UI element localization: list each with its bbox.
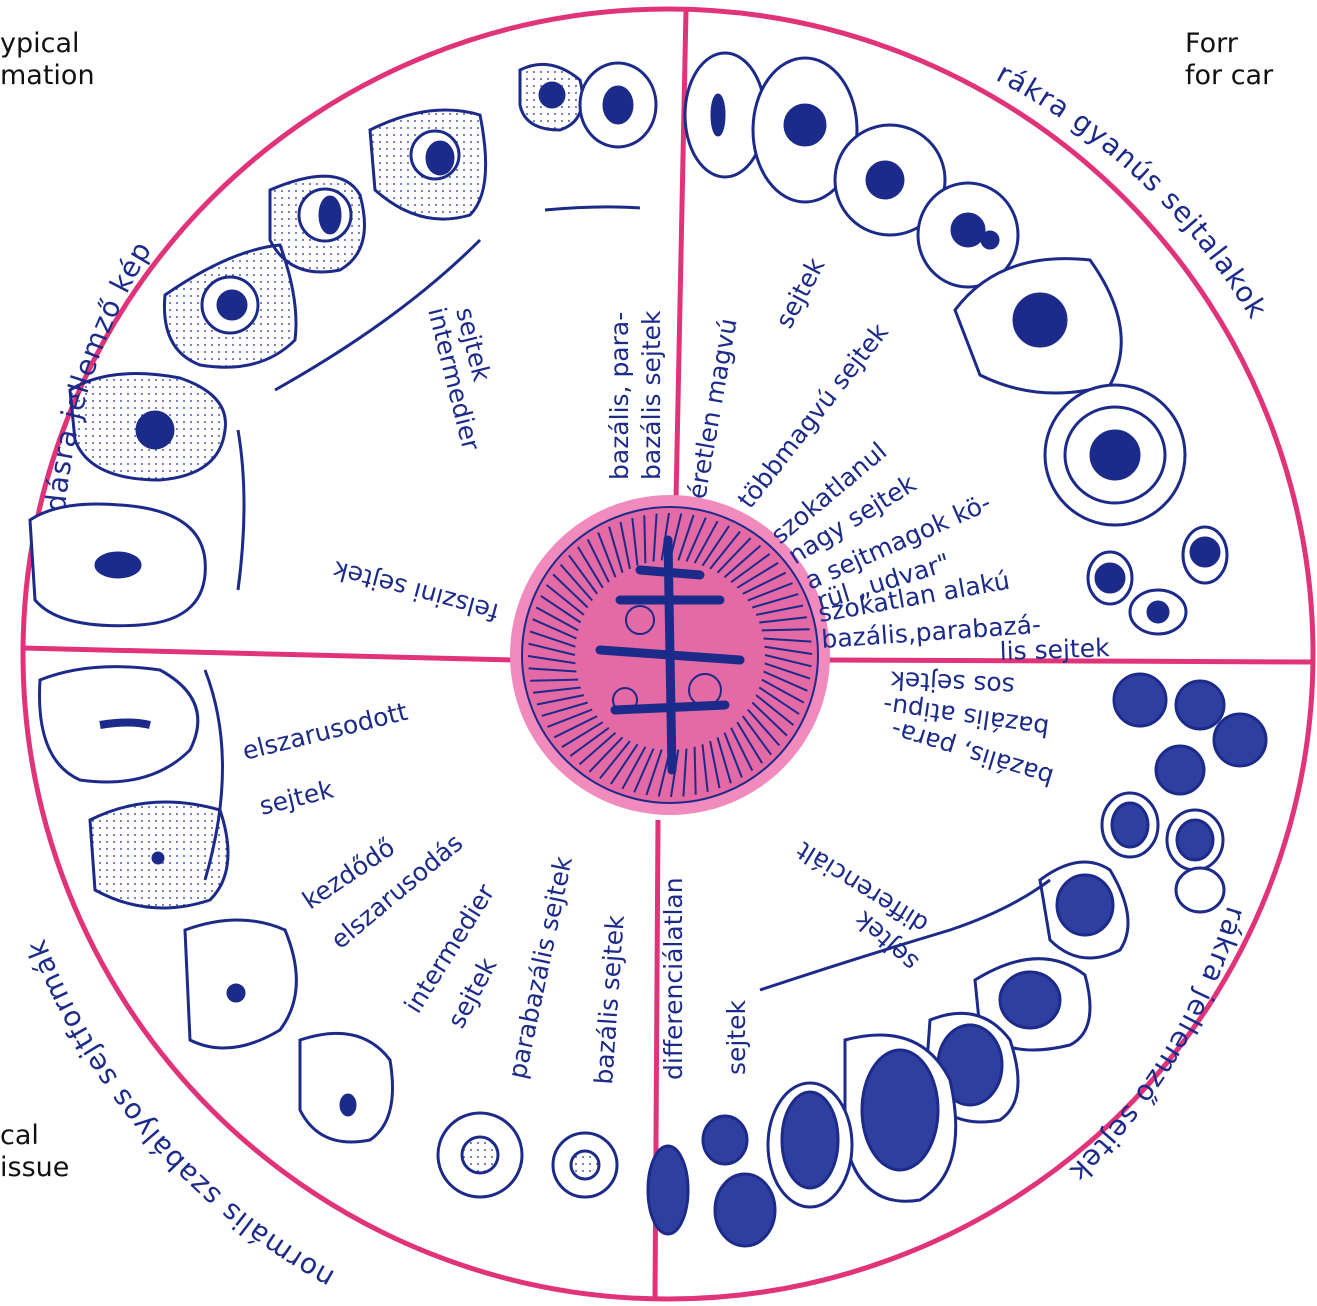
label-felszini: felszini sejtek (329, 555, 501, 627)
label-bazalis: bazális sejtek (589, 914, 630, 1086)
label-lis-sejtek: lis sejtek (999, 633, 1110, 666)
label-eretlen-1: éretlen magvú (682, 316, 742, 501)
label-tobbmagvu: többmagvú sejtek (732, 317, 894, 513)
divider-left (22, 648, 515, 660)
label-differencialatlan: differenciálatlan (659, 877, 688, 1080)
label-elszarusodott-sejtek: sejtek (256, 774, 336, 820)
label-eretlen-2: sejtek (770, 253, 831, 333)
label-bazalis-para-2: bazális sejtek (637, 310, 666, 480)
inner-labels-bottom-right: sos sejtek bazális atipu- bazális, para-… (791, 665, 1057, 977)
center-ray (762, 629, 810, 630)
label-parabazalis: parabazális sejtek (503, 853, 579, 1081)
divider-top (676, 10, 686, 500)
label-elszarusodott: elszarusodott (239, 697, 410, 766)
label-differencialatlan-sejtek: sejtek (722, 999, 751, 1075)
label-bazalis-para-1: bazális, para- (605, 312, 634, 480)
center-ray (644, 515, 645, 563)
center-ray (530, 680, 578, 681)
center-ray (695, 747, 696, 795)
